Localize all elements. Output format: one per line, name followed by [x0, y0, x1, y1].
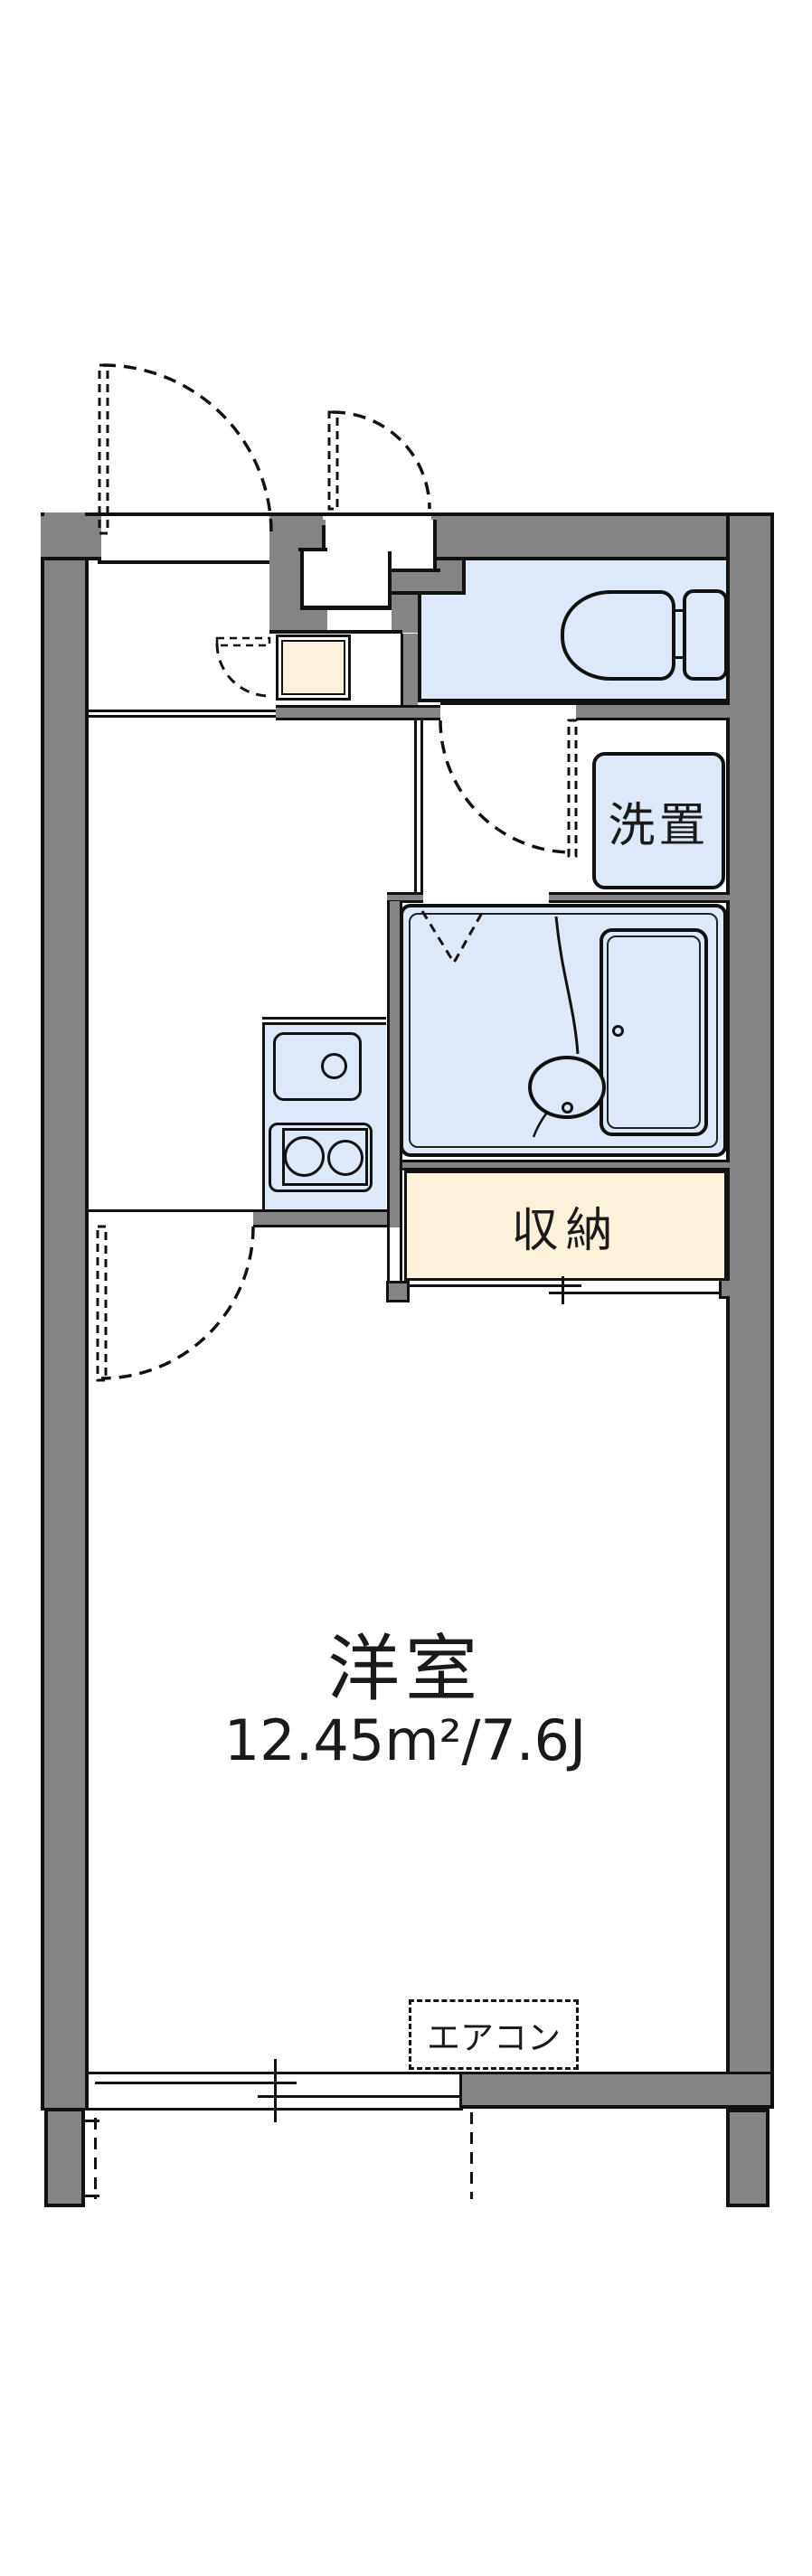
air-conditioner-box: エアコン — [409, 1999, 579, 2070]
sliding-door-line — [549, 1292, 721, 1294]
main-room-name-text: 洋室 — [327, 1627, 483, 1711]
wall-bath-closet — [402, 1160, 730, 1170]
closet-jamb-right — [719, 1281, 730, 1299]
entrance-door-leaf — [98, 363, 109, 535]
wall-hall-band — [276, 705, 440, 720]
balcony-tick — [84, 2195, 99, 2197]
stove-inner — [282, 1128, 368, 1186]
hall-door-leaf — [215, 636, 271, 647]
window-panel-line — [258, 2095, 459, 2098]
window-panel-line — [95, 2082, 297, 2084]
entrance-step — [276, 635, 351, 700]
stove-burner-icon — [327, 1140, 364, 1176]
wall-column — [401, 634, 418, 705]
wall-alcove — [392, 595, 418, 633]
service-door-arc-icon — [332, 410, 431, 510]
kitchen-counter-edge — [262, 1017, 386, 1025]
toilet-connector — [674, 656, 685, 659]
wall-washroom-bath — [387, 892, 423, 903]
washroom-door-arc-icon — [439, 719, 573, 854]
wall-duct-slot — [387, 1227, 402, 1282]
entrance-door-arc-icon — [102, 363, 273, 534]
wall-left-leg — [44, 2108, 85, 2207]
hall-door-arc-icon — [215, 643, 270, 698]
room-door-leaf — [96, 1225, 108, 1382]
stove-burner-icon — [284, 1136, 325, 1177]
bath-folding-door-icon — [420, 910, 484, 965]
closet-jamb-left — [386, 1281, 410, 1302]
bath-divider-curve — [532, 1113, 548, 1138]
washroom-door-leaf — [567, 719, 578, 858]
service-alcove-lower — [300, 551, 392, 610]
room-doorway-line — [89, 1209, 253, 1212]
sliding-door-line — [409, 1284, 581, 1287]
toilet-connector — [674, 609, 685, 612]
wall-right-leg — [726, 2109, 770, 2207]
wash-basin-drain — [562, 1102, 573, 1114]
alcove-step-line — [392, 569, 440, 572]
alcove-left-line — [322, 525, 326, 551]
wall-toilet-bottom — [576, 702, 730, 720]
service-door-leaf — [327, 410, 339, 511]
closet-label: 収納 — [511, 1203, 620, 1258]
alcove-jut-line — [298, 548, 327, 551]
wall-washroom-bath — [549, 892, 730, 903]
entrance-threshold-line — [98, 560, 273, 564]
washroom-doorway-line — [440, 702, 576, 705]
faucet-icon — [321, 1053, 347, 1079]
bathtub-inner-line — [607, 935, 701, 1129]
sliding-door-tick — [562, 1276, 564, 1304]
wall-bottom — [459, 2072, 770, 2109]
washing-machine-space: 洗置 — [592, 752, 725, 889]
wall-right — [726, 516, 774, 2109]
bathtub-drain — [612, 1025, 624, 1037]
unit-bath-inner-line — [409, 913, 718, 1148]
washer-label: 洗置 — [608, 798, 710, 853]
main-room-area-text: 12.45m²/7.6J — [223, 1706, 587, 1773]
bath-divider-curve — [554, 916, 580, 1055]
wall-outer-line — [41, 512, 774, 516]
window-mullion-tick — [274, 2059, 277, 2122]
wall-kitchen-room — [253, 1209, 387, 1227]
room-door-arc-icon — [100, 1226, 255, 1380]
toilet-icon — [561, 590, 675, 681]
aircon-label: エアコン — [427, 2018, 561, 2057]
main-room-area: 12.45m²/7.6J — [179, 1706, 631, 1773]
wall-under-line — [269, 630, 402, 634]
wall-top — [431, 516, 770, 560]
balcony-tick — [84, 2120, 99, 2122]
wall-partition-washroom — [414, 720, 423, 892]
storage-closet: 収納 — [404, 1170, 727, 1281]
wall-kitchen-bath — [387, 901, 402, 1227]
wall-top — [41, 516, 101, 560]
wall-left — [41, 512, 89, 2111]
main-room-name: 洋室 — [179, 1623, 631, 1711]
entrance-edge-line — [89, 710, 276, 718]
